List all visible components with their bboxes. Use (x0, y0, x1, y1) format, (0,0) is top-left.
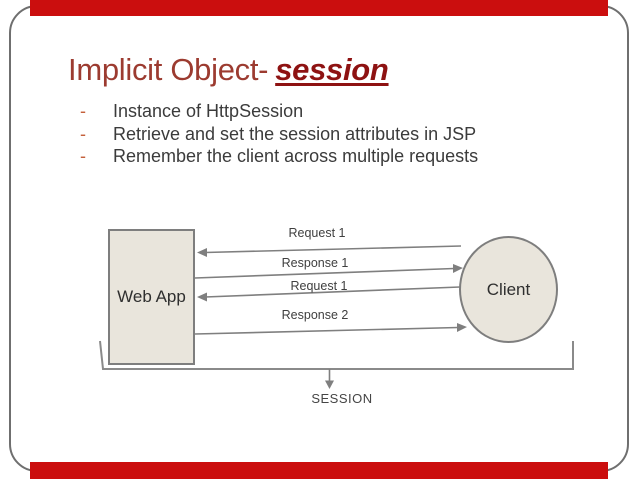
bullet-dash: - (80, 146, 86, 166)
page-title: Implicit Object-session (68, 52, 389, 88)
arrow-label-request-1: Request 1 (288, 226, 346, 240)
bullet-dash: - (80, 101, 86, 121)
web-app-box: Web App (108, 229, 195, 365)
client-circle: Client (459, 236, 558, 343)
arrow-label-response-1: Response 1 (281, 256, 349, 270)
client-label: Client (486, 279, 531, 299)
bullet-item: - Retrieve and set the session attribute… (80, 123, 478, 146)
bullet-item: - Remember the client across multiple re… (80, 145, 478, 168)
bottom-accent-bar (30, 462, 608, 479)
bullet-list: - Instance of HttpSession - Retrieve and… (80, 100, 478, 168)
session-label: SESSION (311, 391, 373, 406)
arrow-label-response-2: Response 2 (281, 308, 349, 322)
web-app-label: Web App (117, 287, 186, 306)
bullet-text: Retrieve and set the session attributes … (113, 123, 477, 144)
top-accent-bar (30, 0, 608, 16)
bullet-item: - Instance of HttpSession (80, 100, 478, 123)
bullet-text: Instance of HttpSession (113, 101, 304, 121)
title-prefix: Implicit Object- (68, 52, 269, 87)
bullet-text: Remember the client across multiple requ… (113, 146, 479, 166)
title-emphasis: session (275, 52, 389, 87)
bullet-dash: - (80, 123, 86, 144)
arrow-label-request-1b: Request 1 (290, 279, 348, 293)
